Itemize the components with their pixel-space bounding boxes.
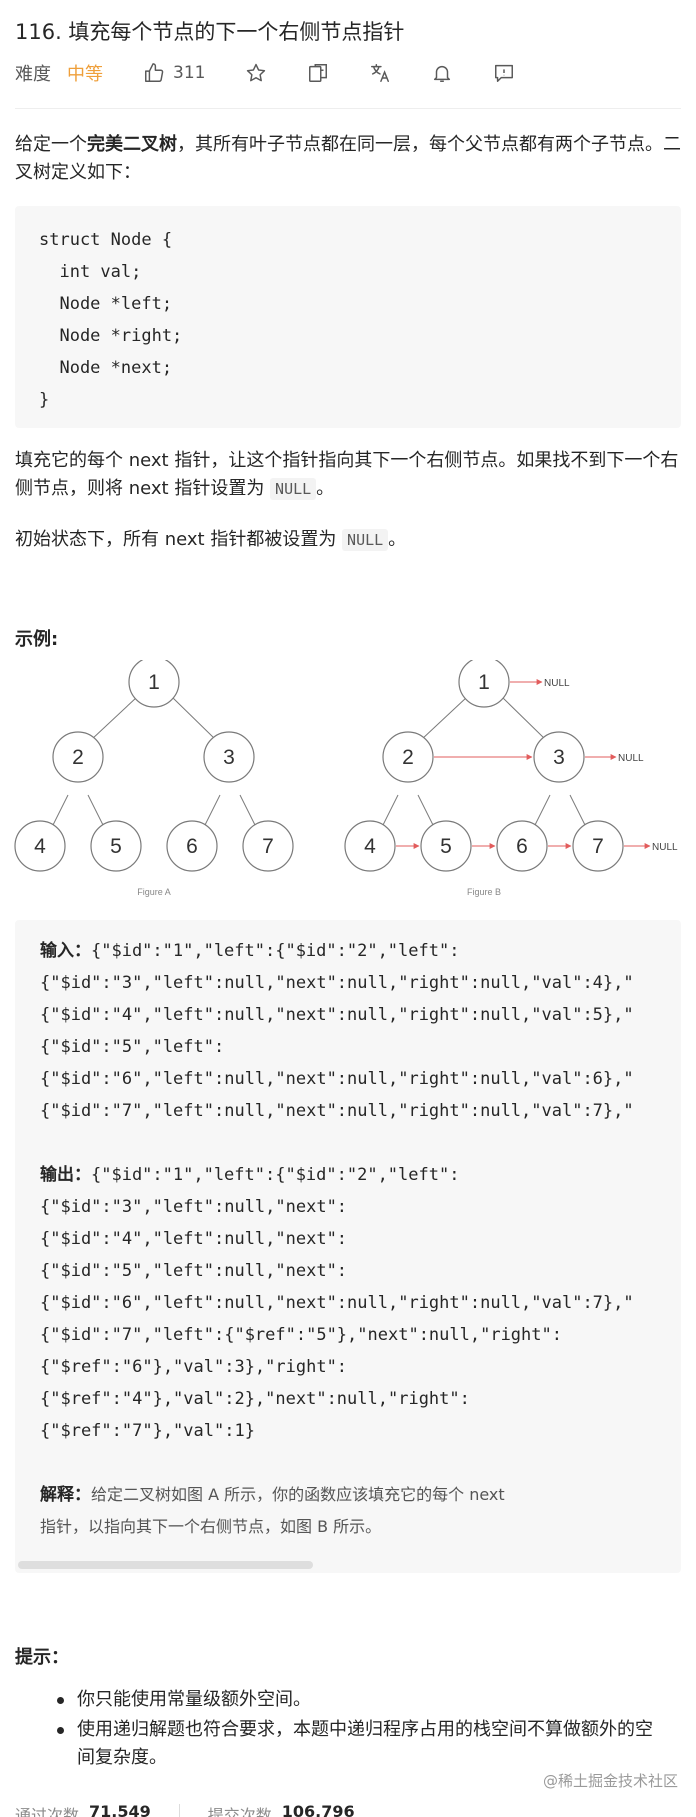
stats-footer: 通过次数 71,549 提交次数 106,796 (15, 1802, 355, 1817)
figure-a-caption: Figure A (137, 887, 171, 897)
figure-a-tree-diagram: 1 2 3 4 5 6 7 Figure A (14, 660, 294, 897)
tree-node (458, 660, 510, 708)
tree-node (420, 820, 472, 872)
notify-button[interactable] (431, 62, 453, 84)
list-item: 使用递归解题也符合要求，本题中递归程序占用的栈空间不算做额外的空间复杂度。 (15, 1716, 665, 1772)
description-paragraph-3: 初始状态下，所有 next 指针都被设置为 NULL。 (15, 529, 407, 551)
tree-node-label: 5 (110, 835, 122, 858)
tree-node (90, 820, 142, 872)
perfect-binary-tree-term: 完美二叉树 (87, 134, 177, 155)
output-label: 输出： (40, 1165, 91, 1185)
translate-icon (371, 64, 390, 82)
star-icon (247, 63, 266, 82)
edge-2-5 (87, 794, 105, 828)
tree-node-label: 7 (262, 835, 274, 858)
tree-node-label: 4 (364, 835, 376, 858)
problem-meta-bar: 难度 中等 311 (15, 58, 515, 88)
attempts-label: 提交次数 (207, 1806, 272, 1817)
figure-b-tree-diagram: 1 2 3 4 5 6 7 NULL NULL NULL Figure B (344, 660, 678, 897)
footer-divider (178, 1804, 180, 1817)
null-label: NULL (652, 842, 678, 853)
tree-node (52, 731, 104, 783)
share-button[interactable] (307, 62, 329, 84)
explain-label: 解释： (40, 1485, 91, 1505)
submissions-label: 通过次数 (15, 1806, 80, 1817)
description-paragraph-1: 给定一个完美二叉树，其所有叶子节点都在同一层，每个父节点都有两个子节点。二叉树定… (15, 134, 681, 183)
thumbs-up-icon (145, 63, 164, 82)
attempts-value: 106,796 (281, 1802, 355, 1817)
edge-1-3 (501, 696, 547, 741)
header-divider (15, 108, 681, 109)
figure-b-caption: Figure B (467, 887, 501, 897)
null-code: NULL (342, 529, 389, 551)
difficulty-label: 难度 (15, 64, 51, 85)
watermark: @稀土掘金技术社区 (542, 1772, 678, 1790)
tips-list: 你只能使用常量级额外空间。 使用递归解题也符合要求，本题中递归程序占用的栈空间不… (15, 1686, 665, 1774)
edge-2-4 (51, 794, 69, 828)
bell-icon (434, 65, 451, 82)
edge-3-6 (203, 794, 221, 828)
tree-node (496, 820, 548, 872)
edge-3-7 (239, 794, 257, 828)
horizontal-scrollbar[interactable] (18, 1561, 313, 1569)
tree-node-label: 1 (148, 671, 160, 694)
tree-node-label: 1 (478, 671, 490, 694)
tree-node (128, 660, 180, 708)
input-label: 输入： (40, 941, 91, 961)
problem-title: 116. 填充每个节点的下一个右侧节点指针 (15, 20, 405, 44)
like-count: 311 (173, 63, 206, 83)
tree-node-label: 2 (72, 746, 84, 769)
tree-node (344, 820, 396, 872)
example-io-block: 输入：{"$id":"1","left":{"$id":"2","left": … (15, 920, 681, 1573)
tips-heading: 提示： (15, 1647, 69, 1668)
tree-node (382, 731, 434, 783)
share-icon (309, 64, 328, 82)
tree-node (533, 731, 585, 783)
tree-node-label: 6 (186, 835, 198, 858)
tree-node (572, 820, 624, 872)
description-paragraph-2: 填充它的每个 next 指针，让这个指针指向其下一个右侧节点。如果找不到下一个右… (15, 450, 679, 500)
favorite-star-button[interactable] (245, 62, 267, 84)
difficulty-badge: 中等 (67, 64, 103, 85)
struct-code: struct Node { int val; Node *left; Node … (39, 230, 183, 410)
tree-node-label: 5 (440, 835, 452, 858)
struct-code-block: struct Node { int val; Node *left; Node … (15, 206, 681, 428)
edge-2-4 (381, 794, 399, 828)
null-label: NULL (544, 678, 570, 689)
tree-node-label: 3 (553, 746, 565, 769)
input-block: 输入：{"$id":"1","left":{"$id":"2","left": … (40, 941, 634, 1536)
tree-node-label: 2 (402, 746, 414, 769)
null-label: NULL (618, 753, 644, 764)
feedback-icon (495, 64, 514, 82)
submissions-value: 71,549 (89, 1802, 151, 1817)
translate-button[interactable] (369, 62, 391, 84)
tree-node-label: 6 (516, 835, 528, 858)
tree-node-label: 3 (223, 746, 235, 769)
tree-node (14, 820, 66, 872)
edge-1-3 (171, 696, 217, 741)
example-heading: 示例: (15, 629, 59, 650)
feedback-button[interactable] (493, 62, 515, 84)
edge-3-7 (569, 794, 587, 828)
tree-node (242, 820, 294, 872)
edge-3-6 (533, 794, 551, 828)
list-item: 你只能使用常量级额外空间。 (15, 1686, 665, 1714)
edge-1-2 (420, 696, 468, 741)
tree-node (203, 731, 255, 783)
null-code: NULL (270, 478, 317, 500)
edge-1-2 (90, 696, 138, 741)
like-button[interactable]: 311 (143, 62, 205, 84)
tree-node-label: 4 (34, 835, 46, 858)
tree-node (166, 820, 218, 872)
edge-2-5 (417, 794, 435, 828)
tree-node-label: 7 (592, 835, 604, 858)
